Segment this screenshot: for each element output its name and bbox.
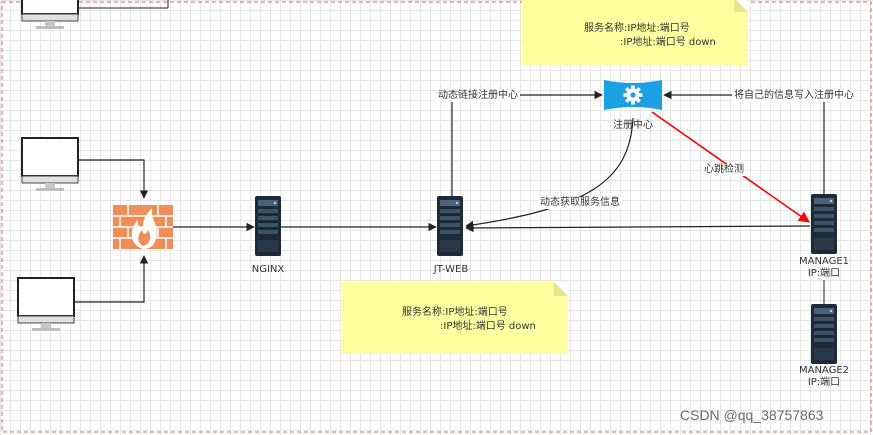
client-monitor-icon [21,137,79,192]
watermark: CSDN @qq_38757863 [680,407,824,423]
manage1-label-line2: IP:端口 [807,268,841,279]
note-top-line1: 服务名称:IP地址:端口号 [584,23,690,34]
registry-label: 注册中心 [613,120,653,131]
nginx-label: NGINX [251,264,285,275]
manage2-label-line2: IP:端口 [807,377,841,388]
edge-client-to-firewall [74,255,149,303]
edge-label-dynamic-link: 动态链接注册中心 [436,90,520,102]
client-monitor-icon [21,0,169,30]
note-bottom-line1: 服务名称:IP地址:端口号 [402,307,508,318]
manage1-server-icon [811,194,837,254]
client-monitor-icon [17,277,75,332]
note-fold [554,282,568,296]
jtweb-server-icon [437,196,463,256]
edge-client-to-firewall [78,159,149,199]
firewall-icon [113,205,173,249]
edge-label-heartbeat: 心跳检测 [702,164,746,176]
registry-gear-icon [604,80,662,110]
edge-manage1-to-jtweb [465,223,811,233]
note-top-line2: :IP地址:端口号 down [620,37,716,48]
nginx-server-icon [255,196,281,256]
edge-label-self-register: 将自己的信息写入注册中心 [732,90,856,102]
jtweb-label: JT-WEB [433,264,469,275]
manage1-label-line1: MANAGE1 [798,256,850,267]
edge-jtweb-to-registry [451,90,603,196]
edge-label-fetch-info: 动态获取服务信息 [538,197,622,209]
edge-manage1-to-registry [663,90,825,196]
note-top: 服务名称:IP地址:端口号 :IP地址:端口号 down [522,0,748,66]
note-bottom: 服务名称:IP地址:端口号 :IP地址:端口号 down [342,282,568,354]
note-fold [734,0,748,12]
edge-registry-to-jtweb [465,117,634,230]
manage2-server-icon [811,304,837,364]
manage2-label-line1: MANAGE2 [798,365,850,376]
note-bottom-line2: :IP地址:端口号 down [440,321,536,332]
